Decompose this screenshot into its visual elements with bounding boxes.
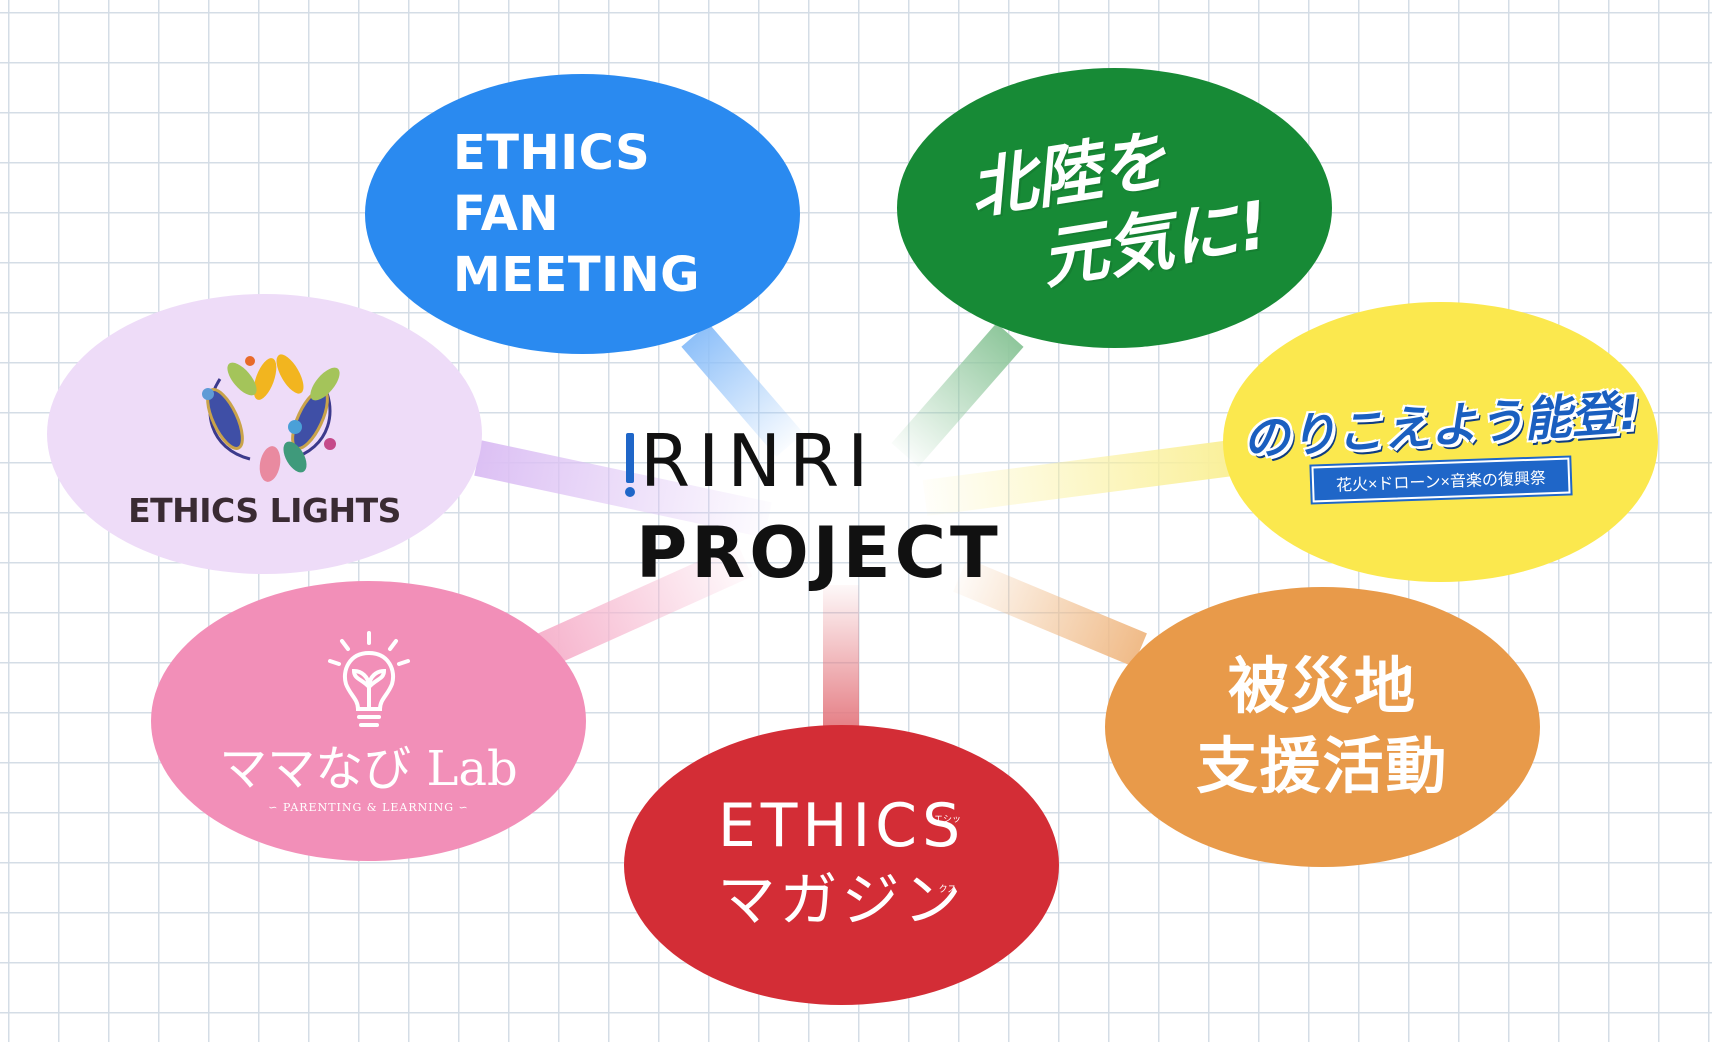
node-mamanabi-lab[interactable]: ママなび Lab ∽ PARENTING & LEARNING ∽ bbox=[151, 581, 586, 861]
node-ethics-fan-meeting[interactable]: ETHICS FAN MEETING bbox=[365, 74, 800, 354]
node-ethics-lights[interactable]: ETHICS LIGHTS bbox=[47, 294, 482, 574]
mamanabi-subtitle-text: PARENTING & LEARNING bbox=[282, 800, 455, 814]
hisaichi-line-2: 支援活動 bbox=[1196, 731, 1449, 802]
hisaichi-label: 被災地 支援活動 bbox=[1196, 647, 1448, 807]
connector-hisaichi bbox=[953, 558, 1147, 667]
lights-emblem-icon bbox=[201, 353, 340, 482]
norikoeyou-title: のりこえよう能登! bbox=[1240, 384, 1642, 468]
hokuriku-label: 北陸を 元気に! bbox=[965, 106, 1275, 309]
rinri-project-title: RINRI PROJECT bbox=[625, 419, 1056, 601]
hisaichi-line-1: 被災地 bbox=[1227, 651, 1417, 722]
fan-meeting-line-1: ETHICS bbox=[453, 124, 651, 181]
ethics-lights-label: ETHICS LIGHTS bbox=[128, 490, 401, 530]
node-hokuriku-genki[interactable]: 北陸を 元気に! bbox=[897, 68, 1332, 348]
magazine-subtitle: マガジン bbox=[717, 866, 966, 934]
lightbulb-sprout-icon bbox=[327, 630, 410, 727]
mamanabi-title: ママなび Lab bbox=[219, 740, 518, 797]
rinri-accent-bar bbox=[626, 433, 634, 483]
magazine-ruby: エシックス bbox=[933, 815, 961, 895]
magazine-title-text: ETHICS bbox=[717, 791, 966, 861]
node-ethics-magazine[interactable]: ETHICS エシックス マガジン bbox=[624, 725, 1059, 1005]
magazine-title: ETHICS エシックス bbox=[717, 791, 966, 895]
connector-fan-meeting bbox=[681, 323, 804, 457]
title-line-project: PROJECT bbox=[636, 512, 1002, 594]
rinri-accent-dot bbox=[625, 487, 635, 497]
fan-meeting-line-2: FAN bbox=[453, 185, 560, 242]
connector-mamanabi bbox=[537, 543, 753, 667]
title-line-rinri: RINRI bbox=[640, 419, 877, 503]
norikoeyou-subtitle-banner: 花火×ドローン×音楽の復興祭 bbox=[1310, 457, 1570, 502]
node-hisaichi-shien[interactable]: 被災地 支援活動 bbox=[1105, 587, 1540, 867]
connector-norikoeyou bbox=[922, 440, 1235, 516]
fan-meeting-label: ETHICS FAN MEETING bbox=[453, 123, 700, 306]
connector-ethics-lights bbox=[474, 440, 772, 538]
node-norikoeyou-noto[interactable]: のりこえよう能登! 花火×ドローン×音楽の復興祭 bbox=[1223, 302, 1658, 582]
fan-meeting-line-3: MEETING bbox=[453, 246, 701, 303]
connector-hokuriku bbox=[891, 323, 1024, 467]
mamanabi-subtitle: ∽ PARENTING & LEARNING ∽ bbox=[268, 800, 469, 814]
